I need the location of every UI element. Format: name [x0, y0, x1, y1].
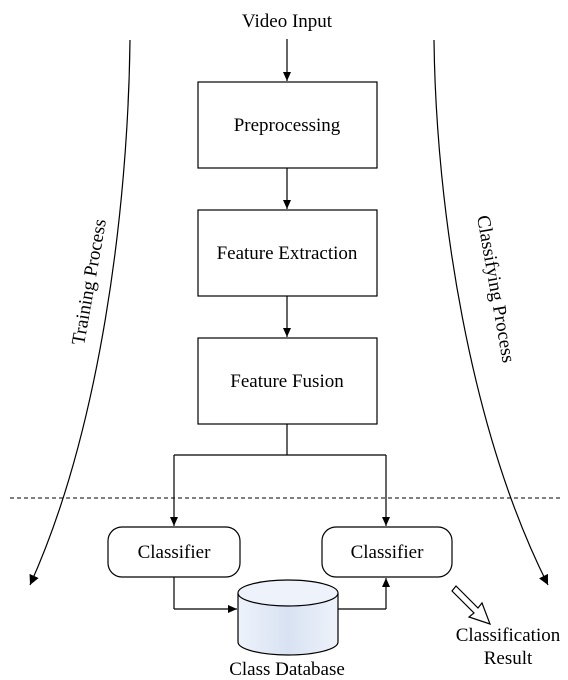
video-input-label: Video Input: [242, 11, 333, 32]
classifier-left-label: Classifier: [138, 542, 211, 563]
feature-fusion-box: [197, 337, 378, 425]
feature-extraction-label: Feature Extraction: [217, 243, 358, 264]
preprocessing-label: Preprocessing: [234, 115, 341, 136]
classification-result-line2: Result: [484, 648, 533, 669]
result-hollow-arrow: [451, 585, 492, 625]
classifying-process-curve: [433, 39, 549, 586]
training-to-database-arrow: [173, 577, 237, 613]
database-to-classifier-arrow: [338, 578, 390, 610]
feature-fusion-label: Feature Fusion: [230, 371, 344, 392]
class-database-label: Class Database: [229, 659, 345, 680]
feature-extraction-box: [197, 209, 378, 297]
classifier-right-label: Classifier: [351, 542, 424, 563]
classification-result-line1: Classification: [456, 625, 561, 646]
classifier-right-box: [321, 526, 453, 578]
class-database-cylinder: [237, 579, 339, 656]
training-process-label: Training Process: [68, 217, 111, 346]
classifying-process-label: Classifying Process: [472, 214, 519, 365]
training-process-curve: [29, 39, 131, 586]
split-connector: [170, 424, 390, 526]
